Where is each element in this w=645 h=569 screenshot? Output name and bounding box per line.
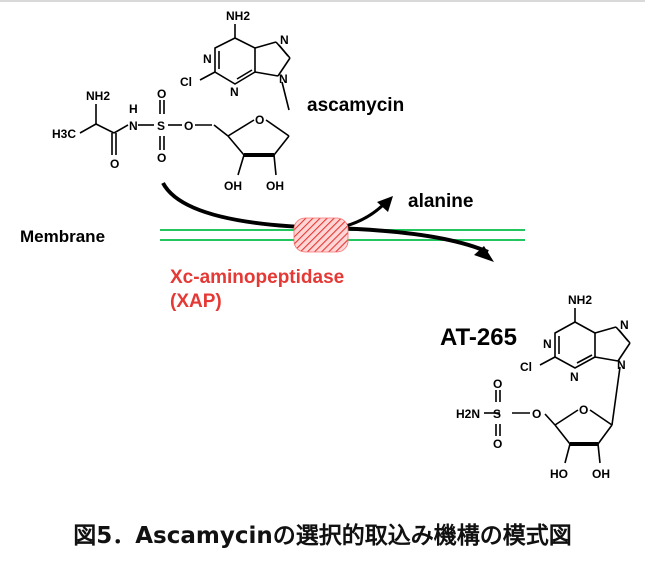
figure-caption: 図5．Ascamycinの選択的取込み機構の模式図 [73, 523, 572, 549]
ascamycin-nh-n-label: N [129, 119, 138, 133]
ascamycin-n9-label: N [279, 72, 288, 86]
at265-label: AT-265 [440, 324, 517, 351]
ascamycin-so-bottom-label: O [157, 151, 166, 165]
xap-abbr-label: (XAP) [170, 291, 222, 312]
ascamycin-n3-label: N [230, 85, 239, 99]
uptake-arrowhead [474, 246, 494, 262]
xap-name-label: Xc-aminopeptidase [170, 267, 344, 288]
ascamycin-ester-o-label: O [184, 119, 193, 133]
ascamycin-ribose [213, 119, 290, 176]
at265-ho-label: HO [550, 467, 568, 481]
xap-enzyme [293, 217, 349, 253]
at265-n7-label: N [620, 318, 629, 332]
at265-n9-label: N [617, 358, 626, 372]
alanine-release-arrowhead [377, 196, 393, 212]
ascamycin-alanyl-nh2-label: NH2 [86, 89, 110, 103]
ascamycin-ring-o-label: O [255, 113, 264, 127]
ascamycin-cl-label: Cl [180, 75, 192, 89]
at265-so-top-label: O [493, 377, 502, 391]
at265-s-label: S [493, 407, 501, 421]
at265-h2n-label: H2N [456, 407, 480, 421]
at265-ester-o-label: O [532, 407, 541, 421]
top-rule [0, 0, 645, 2]
alanine-label: alanine [408, 191, 473, 212]
membrane-label: Membrane [20, 227, 105, 246]
at265-purine [539, 308, 631, 426]
ascamycin-nh2-label: NH2 [226, 9, 250, 23]
at265-structure: NH2 N N N N Cl O HO OH O S O O H2N [456, 293, 631, 481]
ascamycin-n7-label: N [280, 33, 289, 47]
at265-n3-label: N [570, 370, 579, 384]
ascamycin-structure: NH2 N N N N Cl O OH OH O S O O N H O NH2… [52, 9, 291, 193]
at265-sulfamoyl [484, 390, 530, 436]
ascamycin-label: ascamycin [307, 95, 404, 116]
ascamycin-carbonyl-o-label: O [110, 157, 119, 171]
at265-ribose [544, 409, 613, 464]
ascamycin-h3c-label: H3C [52, 127, 76, 141]
ascamycin-so-top-label: O [157, 87, 166, 101]
ascamycin-oh-3-label: OH [266, 179, 284, 193]
ascamycin-n1-label: N [203, 52, 212, 66]
at265-cl-label: Cl [520, 360, 532, 374]
at265-n1-label: N [543, 337, 552, 351]
at265-oh-label: OH [592, 467, 610, 481]
ascamycin-oh-2-label: OH [224, 179, 242, 193]
ascamycin-purine [199, 24, 291, 111]
ascamycin-s-label: S [157, 119, 165, 133]
at265-so-bottom-label: O [493, 437, 502, 451]
at265-nh2-label: NH2 [568, 293, 592, 307]
at265-ring-o-label: O [579, 403, 588, 417]
selective-uptake-diagram: NH2 N N N N Cl O OH OH O S O O N H O NH2… [20, 9, 631, 481]
ascamycin-side-chain [79, 100, 212, 155]
ascamycin-nh-h-label: H [129, 102, 138, 116]
